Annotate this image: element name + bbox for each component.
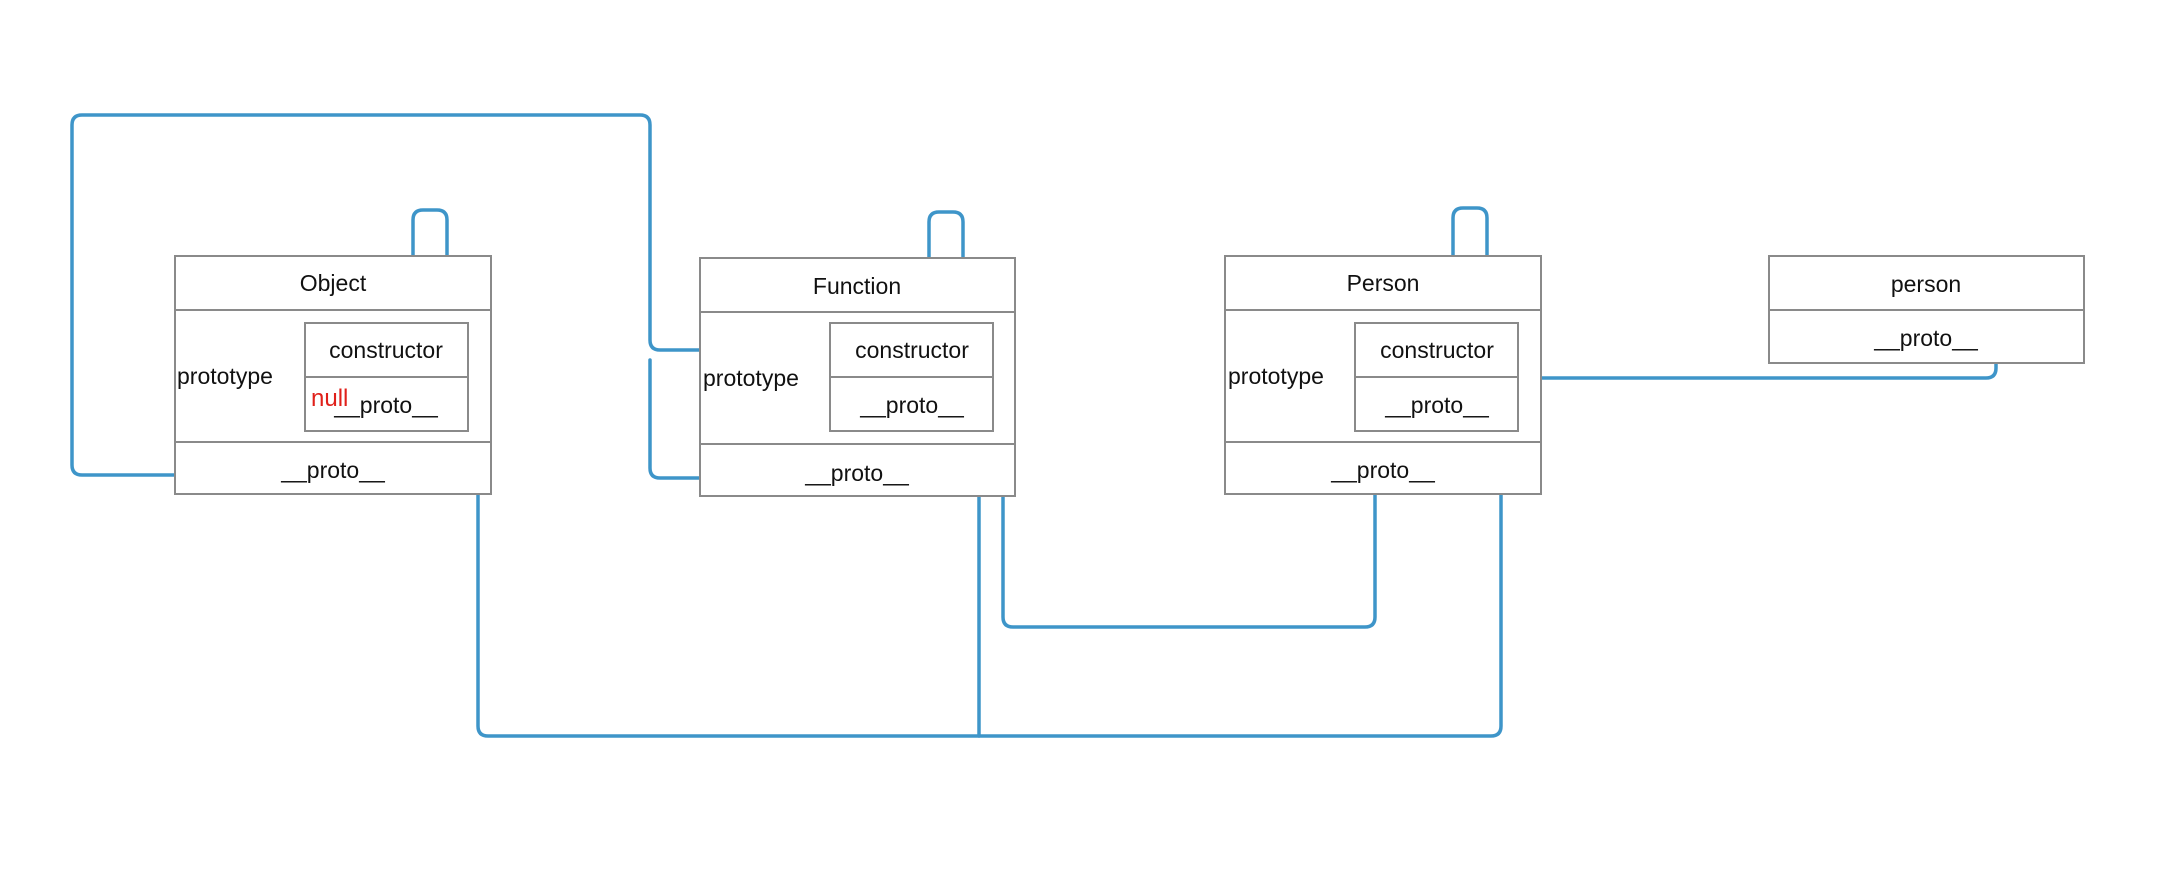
constructor-label: constructor [855,337,969,363]
connector-person-instance-to-person-prototype [1533,333,1998,380]
prototype-label: prototype [703,365,799,391]
connector-bottom-bus [476,406,1503,738]
null-label: null [311,385,348,412]
constructor-label: constructor [1380,337,1494,363]
inner-proto-label: __proto__ [859,392,965,418]
proto-label: __proto__ [280,457,386,483]
prototype-label: prototype [177,363,273,389]
constructor-label: constructor [329,337,443,363]
proto-label: __proto__ [804,460,910,486]
inner-proto-label: __proto__ [1384,392,1490,418]
connector-object-constructor-loop [411,208,449,335]
person-constructor-node: Person prototype constructor __proto__ _… [1224,255,1542,495]
object-node: Object prototype constructor __proto__ n… [174,255,492,495]
connector-function-proto-to-function-prototype [648,358,750,480]
inner-proto-label: __proto__ [333,392,439,418]
connector-object-proto-to-function-prototype [70,113,707,477]
connector-person-proto-to-function-prototype [1001,418,1377,629]
node-title: person [1891,271,1961,297]
connector-person-constructor-loop [1451,206,1489,335]
node-title: Function [813,273,901,299]
person-instance-node: person __proto__ [1768,255,2085,364]
connector-function-constructor-loop [927,210,965,335]
function-node: Function prototype constructor __proto__… [699,257,1016,497]
proto-label: __proto__ [1873,325,1979,351]
node-title: Person [1347,270,1420,296]
prototype-label: prototype [1228,363,1324,389]
proto-label: __proto__ [1330,457,1436,483]
node-title: Object [300,270,367,296]
